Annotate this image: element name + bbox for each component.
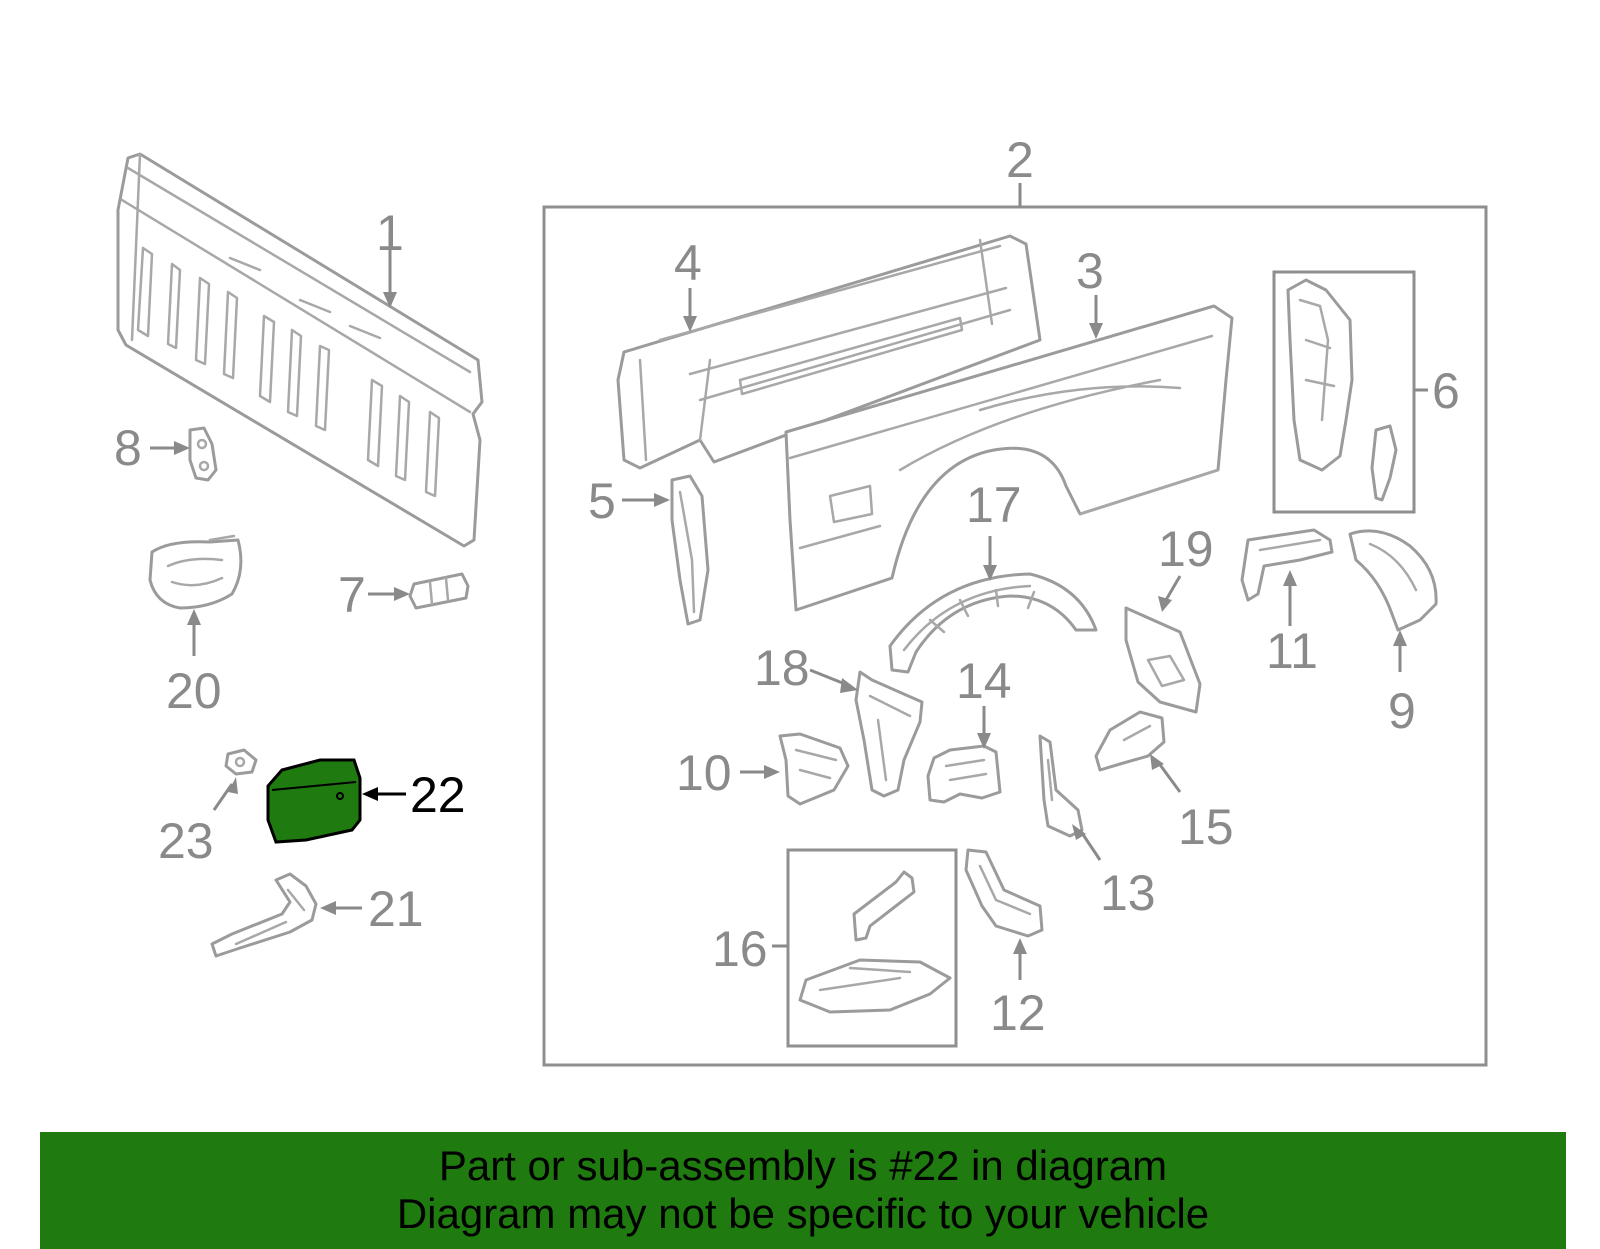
label-15: 15 <box>1178 799 1234 855</box>
part-4-inner-side-panel[interactable] <box>616 234 1042 470</box>
part-10-bracket[interactable] <box>778 732 850 806</box>
part-13-bracket[interactable] <box>1038 734 1084 838</box>
label-23: 23 <box>158 813 214 869</box>
info-banner: Part or sub-assembly is #22 in diagram D… <box>40 1132 1566 1249</box>
label-22: 22 <box>410 767 466 823</box>
label-9: 9 <box>1388 683 1416 739</box>
part-6-box <box>1272 270 1416 514</box>
label-6: 6 <box>1432 363 1460 419</box>
part-6-corner-pillar[interactable] <box>1286 278 1398 502</box>
part-12-bracket[interactable] <box>964 848 1044 938</box>
part-16-box <box>786 848 958 1048</box>
label-12: 12 <box>990 985 1046 1041</box>
part-21-guard[interactable] <box>210 872 318 958</box>
label-3: 3 <box>1076 243 1104 299</box>
part-23-clip[interactable] <box>224 748 258 776</box>
label-17: 17 <box>966 477 1022 533</box>
label-11: 11 <box>1266 623 1318 679</box>
part-15-bracket[interactable] <box>1094 710 1166 772</box>
part-3-outer-side-panel[interactable] <box>784 304 1234 612</box>
part-14-bracket[interactable] <box>926 744 1002 804</box>
label-13: 13 <box>1100 865 1156 921</box>
label-8: 8 <box>114 420 142 476</box>
part-22-highlighted[interactable] <box>266 758 362 844</box>
label-14: 14 <box>956 653 1012 709</box>
label-18: 18 <box>754 640 810 696</box>
label-1: 1 <box>376 205 404 261</box>
label-5: 5 <box>588 473 616 529</box>
label-20: 20 <box>166 663 222 719</box>
label-7: 7 <box>338 567 366 623</box>
part-20-handle[interactable] <box>148 534 243 610</box>
assembly-2-box <box>542 205 1488 1067</box>
label-21: 21 <box>368 881 424 937</box>
label-2: 2 <box>1006 132 1034 188</box>
part-8-hook[interactable] <box>188 426 218 482</box>
part-1-front-panel[interactable] <box>116 152 484 548</box>
part-9-inner-wheelhouse[interactable] <box>1348 529 1438 632</box>
label-16: 16 <box>712 921 768 977</box>
part-5-pillar[interactable] <box>670 474 710 626</box>
part-17-wheelhouse[interactable] <box>888 572 1098 674</box>
label-19: 19 <box>1158 521 1214 577</box>
part-7-block[interactable] <box>408 572 470 610</box>
label-4: 4 <box>674 235 702 291</box>
banner-line-1: Part or sub-assembly is #22 in diagram <box>438 1142 1168 1189</box>
part-18-gusset[interactable] <box>854 670 924 798</box>
part-16-floor-components[interactable] <box>798 870 952 1014</box>
part-11-bracket[interactable] <box>1240 528 1334 602</box>
part-19-panel[interactable] <box>1124 606 1202 714</box>
label-10: 10 <box>676 745 732 801</box>
banner-line-2: Diagram may not be specific to your vehi… <box>396 1190 1210 1237</box>
